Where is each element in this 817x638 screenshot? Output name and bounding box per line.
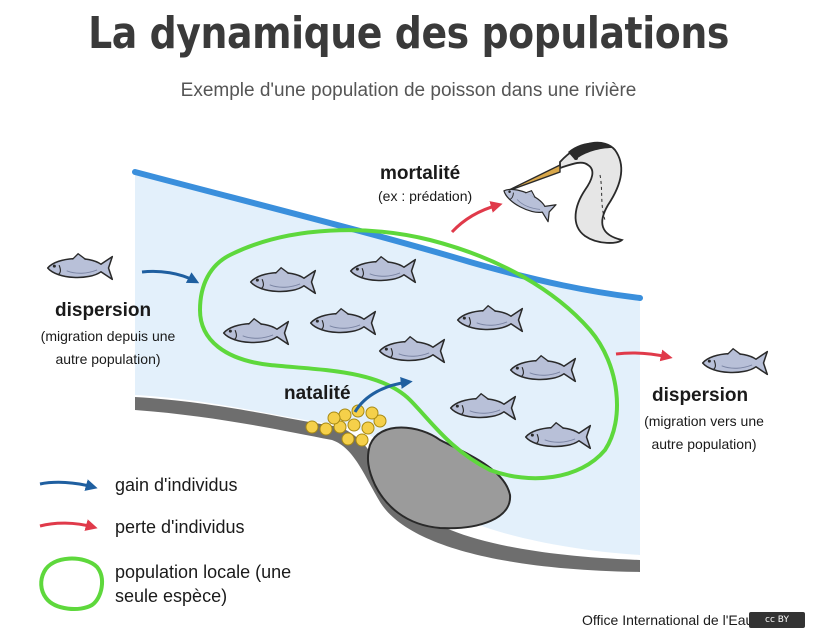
egg-cluster-icon xyxy=(305,404,387,447)
dispersion-out-label: dispersion xyxy=(652,385,749,406)
legend-gain-label: gain d'individus xyxy=(115,475,238,495)
river-top-edge xyxy=(132,169,643,301)
credit-text: Office International de l'Eau - xyxy=(582,612,762,628)
population-outline xyxy=(197,228,619,481)
legend-population-label-1: population locale (une xyxy=(115,562,292,582)
fish-icon xyxy=(499,179,558,223)
legend-loss-label: perte d'individus xyxy=(115,517,245,537)
cc-by-icon: cc BY xyxy=(749,612,805,628)
natality-label: natalité xyxy=(284,383,351,404)
loss-arrow-dispersion-out xyxy=(615,349,673,362)
dispersion-out-desc-1: (migration vers une xyxy=(644,413,764,429)
fish-icon xyxy=(701,347,769,376)
legend-population-outline xyxy=(39,556,105,612)
gain-arrow-natality xyxy=(353,376,413,413)
page-title: La dynamique des populations xyxy=(88,8,729,59)
dispersion-in-label: dispersion xyxy=(55,300,152,321)
page-subtitle: Exemple d'une population de poisson dans… xyxy=(180,80,637,101)
dispersion-in-desc-2: autre population) xyxy=(55,351,161,367)
rock-icon xyxy=(366,426,512,530)
mortality-example: (ex : prédation) xyxy=(378,188,473,204)
legend-population-label-2: seule espèce) xyxy=(115,586,228,606)
gain-arrow-dispersion-in xyxy=(141,269,200,284)
heron-icon xyxy=(504,141,624,244)
mortality-label: mortalité xyxy=(380,163,461,184)
fish-icon xyxy=(46,252,114,281)
dispersion-in-desc-1: (migration depuis une xyxy=(40,328,176,344)
legend-loss-arrow xyxy=(39,519,98,531)
river-water xyxy=(135,172,640,555)
dispersion-out-desc-2: autre population) xyxy=(651,436,757,452)
loss-arrow-mortality xyxy=(450,201,503,234)
legend-gain-arrow xyxy=(39,479,98,491)
